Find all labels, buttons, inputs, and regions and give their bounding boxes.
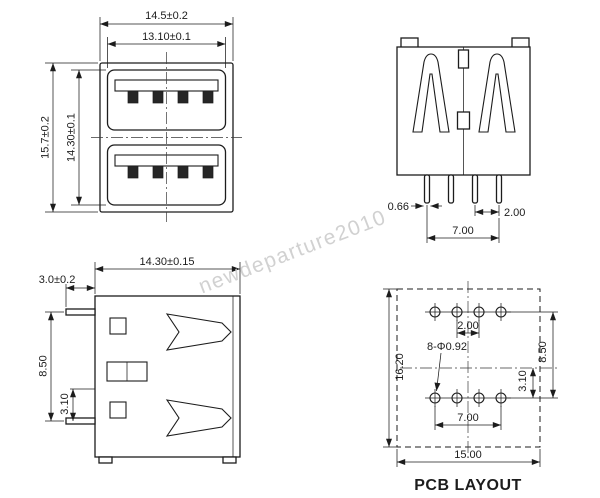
rear-view-dimension-lines <box>411 203 500 243</box>
watermark: newdeparture2010 <box>196 206 390 299</box>
mounting-foot <box>222 456 237 464</box>
latch-spring-bottom <box>165 399 232 437</box>
dim-pin-width: 0.66 <box>388 201 409 213</box>
dim-board-height: 16.20 <box>394 353 406 381</box>
side-profile-view: 14.30±0.15 3.0±0.2 8.50 3.10 <box>38 256 241 464</box>
dim-front-outer-width: 14.5±0.2 <box>145 10 188 22</box>
pcb-layout-title: PCB LAYOUT <box>414 477 522 494</box>
latch-spring-top <box>165 313 232 351</box>
dim-hole-pitch: 2.00 <box>457 320 478 332</box>
dim-front-inner-width: 13.10±0.1 <box>142 31 191 43</box>
center-slot-top <box>457 49 470 69</box>
usb-contact <box>152 165 164 179</box>
dim-hole-callout: 8-Φ0.92 <box>427 341 467 353</box>
pcb-dimension-lines <box>383 288 558 467</box>
pin <box>447 174 455 204</box>
solder-pin-bottom <box>65 417 96 425</box>
dim-hole-span: 7.00 <box>457 412 478 424</box>
side-profile-dimension-lines <box>45 262 241 422</box>
dim-pin-length: 3.0±0.2 <box>39 274 76 286</box>
dim-row-spacing: 8.50 <box>537 341 549 362</box>
spring-latch-right <box>478 53 516 133</box>
usb-contact <box>202 90 214 104</box>
contact-anchor-bottom <box>109 401 127 419</box>
dim-body-width: 14.30±0.15 <box>140 256 195 268</box>
solder-pin-top <box>65 308 96 316</box>
dim-pin-span: 7.00 <box>452 225 473 237</box>
dim-front-outer-height: 15.7±0.2 <box>40 116 52 159</box>
rear-view: 0.66 2.00 7.00 <box>388 37 531 243</box>
dim-row-offset: 3.10 <box>517 370 529 391</box>
dim-pin-row-spacing: 8.50 <box>38 355 50 376</box>
usb-contact <box>177 90 189 104</box>
pcb-layout-view: 2.00 8-Φ0.92 16.20 8.50 3.10 7.00 15.00 … <box>383 281 558 494</box>
front-view: 14.5±0.2 13.10±0.1 15.7±0.2 14.30±0.1 <box>40 10 242 222</box>
mounting-foot <box>98 456 113 464</box>
pin <box>471 174 479 204</box>
contact-anchor-top <box>109 317 127 335</box>
front-view-dimension-lines <box>45 17 234 213</box>
dim-front-inner-height: 14.30±0.1 <box>66 113 78 162</box>
center-slot-bottom <box>456 111 471 130</box>
pcb-hole-crosshairs <box>425 303 511 407</box>
dim-board-width: 15.00 <box>454 449 482 461</box>
pin <box>495 174 503 204</box>
pin <box>423 174 431 204</box>
dim-pin-pitch: 2.00 <box>504 207 525 219</box>
dim-pin-row-offset: 3.10 <box>59 393 71 414</box>
usb-contact <box>127 165 139 179</box>
body-outline <box>94 295 241 458</box>
usb-contact <box>177 165 189 179</box>
usb-contact <box>202 165 214 179</box>
usb-contact <box>127 90 139 104</box>
spring-latch-left <box>412 53 450 133</box>
usb-contact <box>152 90 164 104</box>
